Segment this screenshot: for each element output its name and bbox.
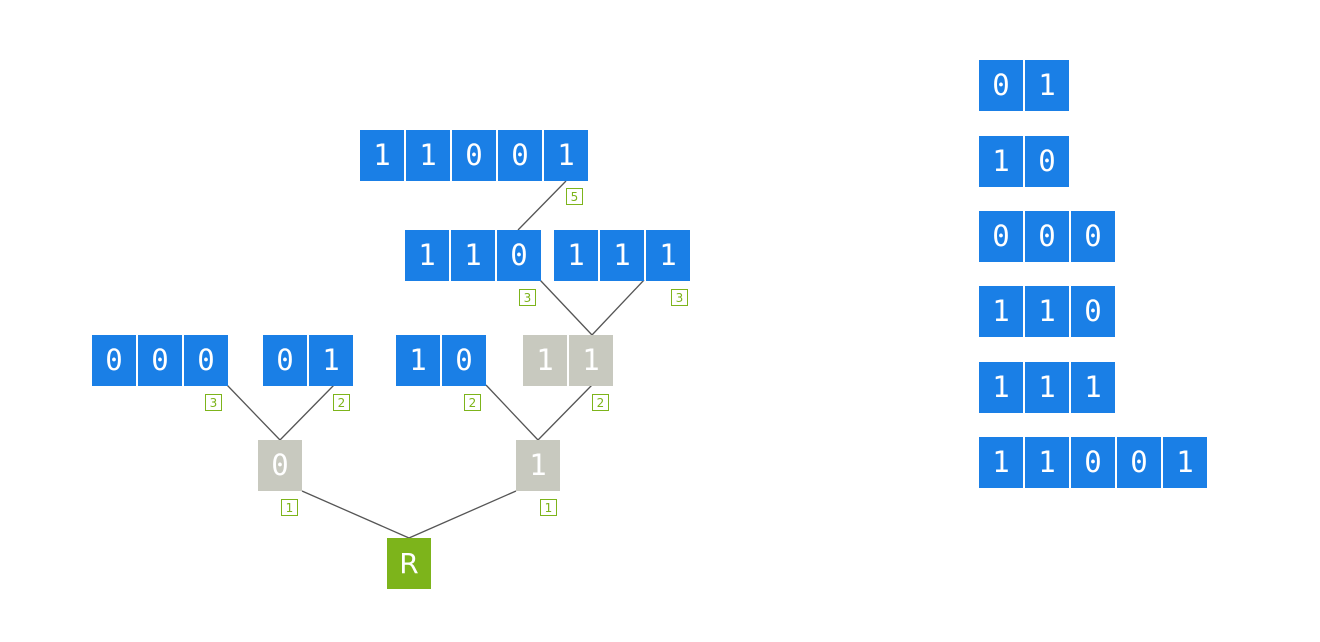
- edge-k110-k11001: [517, 180, 567, 231]
- digit-cell: 0: [1025, 211, 1069, 262]
- edge-n11-k110: [539, 279, 593, 336]
- edge-n1-n11: [537, 384, 593, 441]
- depth-badge-key-111: 3: [671, 289, 688, 306]
- depth-badge-key-11001: 5: [566, 188, 583, 205]
- digit-cell: 1: [600, 230, 644, 281]
- depth-badge-node-11: 2: [592, 394, 609, 411]
- digit-cell: 0: [497, 230, 541, 281]
- digit-cell: 1: [979, 136, 1023, 187]
- digit-cell: 0: [92, 335, 136, 386]
- edge-n11-k111: [591, 279, 645, 336]
- digit-cell: 0: [1071, 286, 1115, 337]
- digit-cell: 1: [646, 230, 690, 281]
- digit-cell: 1: [1025, 437, 1069, 488]
- depth-badge-key-01: 2: [333, 394, 350, 411]
- edge-n1-k10: [485, 384, 539, 441]
- digit-cell: 1: [309, 335, 353, 386]
- root-label: R: [387, 538, 431, 589]
- digit-cell: 1: [1025, 60, 1069, 111]
- digit-cell: 0: [258, 440, 302, 491]
- digit-cell: 0: [979, 60, 1023, 111]
- digit-cell: 0: [263, 335, 307, 386]
- digit-cell: 1: [405, 230, 449, 281]
- edge-root-n1: [408, 490, 517, 539]
- depth-badge-node-1: 1: [540, 499, 557, 516]
- digit-cell: 1: [569, 335, 613, 386]
- node-0: 0: [258, 440, 302, 491]
- edge-root-n0: [301, 490, 410, 539]
- digit-cell: 1: [544, 130, 588, 181]
- digit-cell: 0: [1071, 437, 1115, 488]
- digit-cell: 0: [452, 130, 496, 181]
- edge-n0-k01: [279, 384, 335, 441]
- digit-cell: 0: [979, 211, 1023, 262]
- depth-badge-key-000: 3: [205, 394, 222, 411]
- digit-cell: 0: [1117, 437, 1161, 488]
- digit-cell: 1: [979, 362, 1023, 413]
- root-node: R: [387, 538, 431, 589]
- digit-cell: 1: [516, 440, 560, 491]
- digit-cell: 1: [1163, 437, 1207, 488]
- digit-cell: 1: [523, 335, 567, 386]
- digit-cell: 1: [406, 130, 450, 181]
- digit-cell: 1: [1071, 362, 1115, 413]
- digit-cell: 1: [451, 230, 495, 281]
- depth-badge-node-0: 1: [281, 499, 298, 516]
- node-1: 1: [516, 440, 560, 491]
- digit-cell: 1: [979, 437, 1023, 488]
- digit-cell: 0: [442, 335, 486, 386]
- digit-cell: 1: [360, 130, 404, 181]
- digit-cell: 1: [396, 335, 440, 386]
- digit-cell: 0: [138, 335, 182, 386]
- digit-cell: 0: [1071, 211, 1115, 262]
- depth-badge-key-110: 3: [519, 289, 536, 306]
- digit-cell: 1: [554, 230, 598, 281]
- digit-cell: 1: [1025, 362, 1069, 413]
- edge-n0-k000: [226, 384, 281, 441]
- depth-badge-key-10: 2: [464, 394, 481, 411]
- digit-cell: 0: [184, 335, 228, 386]
- digit-cell: 0: [498, 130, 542, 181]
- digit-cell: 0: [1025, 136, 1069, 187]
- digit-cell: 1: [1025, 286, 1069, 337]
- digit-cell: 1: [979, 286, 1023, 337]
